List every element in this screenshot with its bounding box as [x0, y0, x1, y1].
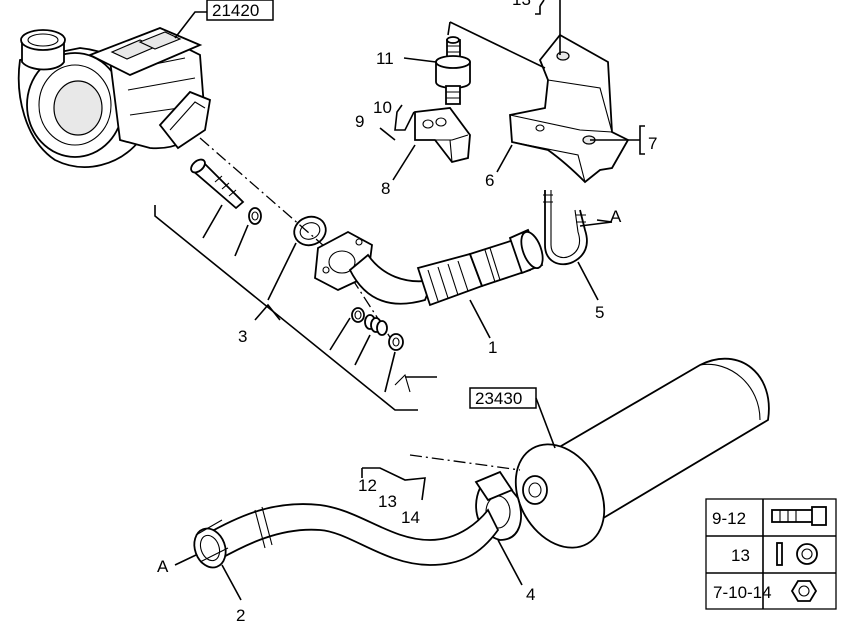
callout-7: 7	[648, 134, 657, 153]
turbo-reference-box: 21420	[174, 0, 274, 39]
callout-10: 10	[373, 98, 392, 117]
callout-2: 2	[236, 606, 245, 624]
legend-row-3-label: 7-10-14	[713, 583, 772, 602]
callout-12: 12	[358, 476, 377, 495]
muffler-reference-label: 23430	[475, 389, 522, 408]
callout-4: 4	[526, 585, 535, 604]
gasket-ring	[293, 215, 327, 247]
manifold-bolt	[190, 158, 245, 210]
legend-row-2-label: 13	[731, 546, 750, 565]
callout-3: 3	[238, 327, 247, 346]
callout-5: 5	[595, 303, 604, 322]
callout-6: 6	[485, 171, 494, 190]
muffler-reference-box: 23430	[469, 387, 556, 449]
turbo-reference-label: 21420	[212, 1, 259, 20]
callout-8: 8	[381, 179, 390, 198]
u-bolt-clamp	[543, 190, 613, 266]
callout-11: 11	[376, 49, 394, 68]
rubber-isolator	[435, 36, 471, 105]
lower-nut	[388, 333, 404, 351]
callout-13: 13	[378, 492, 397, 511]
small-bracket	[414, 107, 471, 164]
callout-1: 1	[488, 338, 497, 357]
chassis-bracket	[509, 33, 630, 184]
muffler	[514, 357, 770, 549]
bolt-icon	[771, 506, 827, 526]
callout-14: 14	[401, 508, 420, 527]
callout-9: 9	[355, 112, 364, 131]
spring-washer-stack	[364, 314, 388, 336]
lower-washer	[351, 307, 365, 323]
washer-icon	[776, 542, 818, 566]
detail-a-upper: A	[610, 207, 622, 226]
callout-13-top: 13	[512, 0, 531, 9]
fastener-legend: 9-12 13 7-10-14	[705, 498, 837, 610]
tailpipe	[193, 503, 500, 569]
lock-washer-upper	[248, 207, 262, 225]
legend-row-1-label: 9-12	[712, 509, 746, 528]
detail-a-lower: A	[157, 557, 169, 576]
turbocharger	[17, 27, 212, 168]
downpipe	[314, 228, 544, 307]
nut-icon	[790, 580, 818, 602]
